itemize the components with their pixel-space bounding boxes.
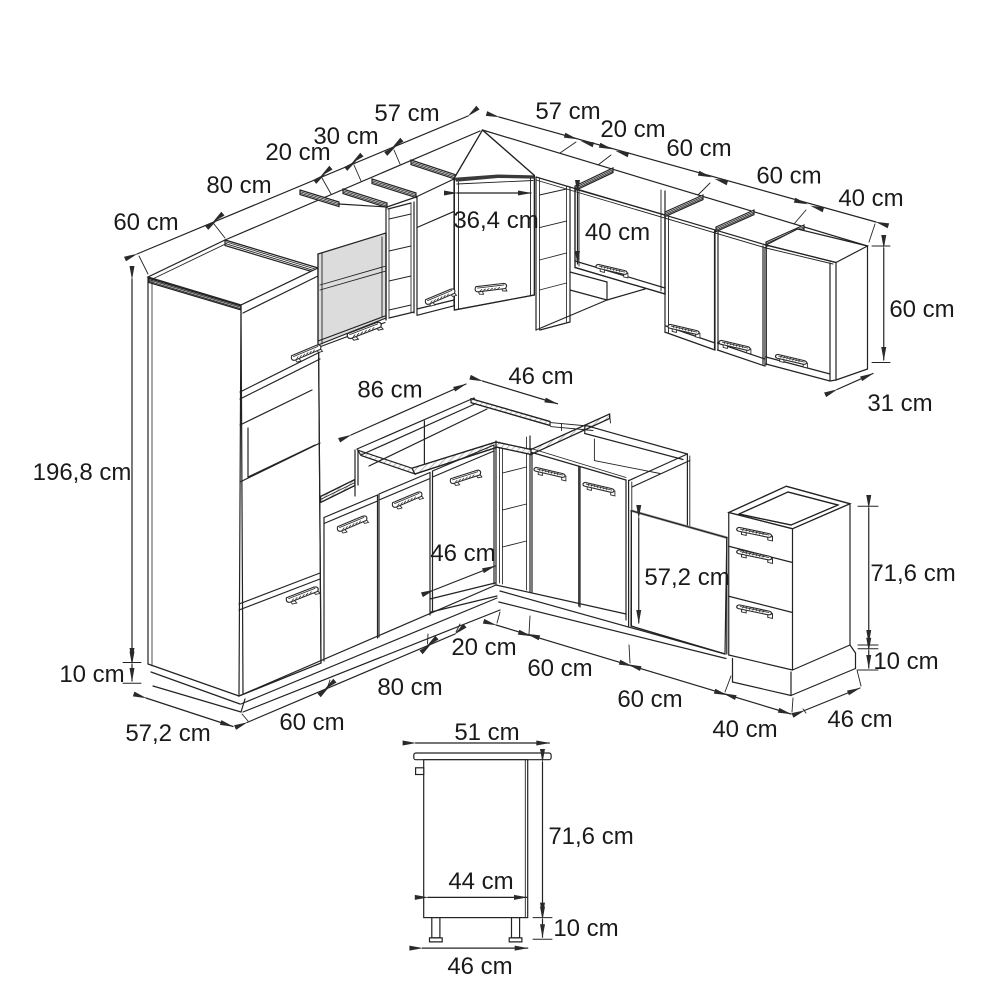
svg-text:60 cm: 60 cm <box>279 709 344 736</box>
svg-text:60 cm: 60 cm <box>889 296 954 323</box>
svg-text:80 cm: 80 cm <box>206 172 271 199</box>
svg-text:20 cm: 20 cm <box>451 634 516 661</box>
svg-text:30 cm: 30 cm <box>313 123 378 150</box>
svg-text:71,6 cm: 71,6 cm <box>548 823 633 850</box>
svg-text:46 cm: 46 cm <box>827 706 892 733</box>
svg-text:31 cm: 31 cm <box>867 390 932 417</box>
svg-text:57,2 cm: 57,2 cm <box>644 564 729 591</box>
svg-text:20 cm: 20 cm <box>600 116 665 143</box>
svg-text:196,8 cm: 196,8 cm <box>33 459 132 486</box>
svg-text:86 cm: 86 cm <box>357 377 422 404</box>
svg-text:60 cm: 60 cm <box>617 686 682 713</box>
svg-text:60 cm: 60 cm <box>527 655 592 682</box>
svg-text:10 cm: 10 cm <box>59 661 124 688</box>
svg-text:60 cm: 60 cm <box>756 163 821 190</box>
svg-text:44 cm: 44 cm <box>448 868 513 895</box>
svg-text:36,4 cm: 36,4 cm <box>453 207 538 234</box>
svg-text:10 cm: 10 cm <box>873 648 938 675</box>
svg-text:40 cm: 40 cm <box>712 716 777 743</box>
svg-text:46 cm: 46 cm <box>508 363 573 390</box>
svg-text:20 cm: 20 cm <box>265 139 330 166</box>
svg-text:71,6 cm: 71,6 cm <box>870 560 955 587</box>
svg-text:51 cm: 51 cm <box>454 719 519 746</box>
svg-text:10 cm: 10 cm <box>553 915 618 942</box>
svg-text:60 cm: 60 cm <box>666 135 731 162</box>
svg-text:57 cm: 57 cm <box>374 100 439 127</box>
svg-text:57,2 cm: 57,2 cm <box>125 720 210 747</box>
svg-text:80 cm: 80 cm <box>377 674 442 701</box>
svg-text:46 cm: 46 cm <box>447 953 512 980</box>
svg-text:46 cm: 46 cm <box>430 540 495 567</box>
svg-text:60 cm: 60 cm <box>113 209 178 236</box>
svg-text:40 cm: 40 cm <box>838 185 903 212</box>
svg-text:57 cm: 57 cm <box>535 98 600 125</box>
svg-text:40 cm: 40 cm <box>585 219 650 246</box>
